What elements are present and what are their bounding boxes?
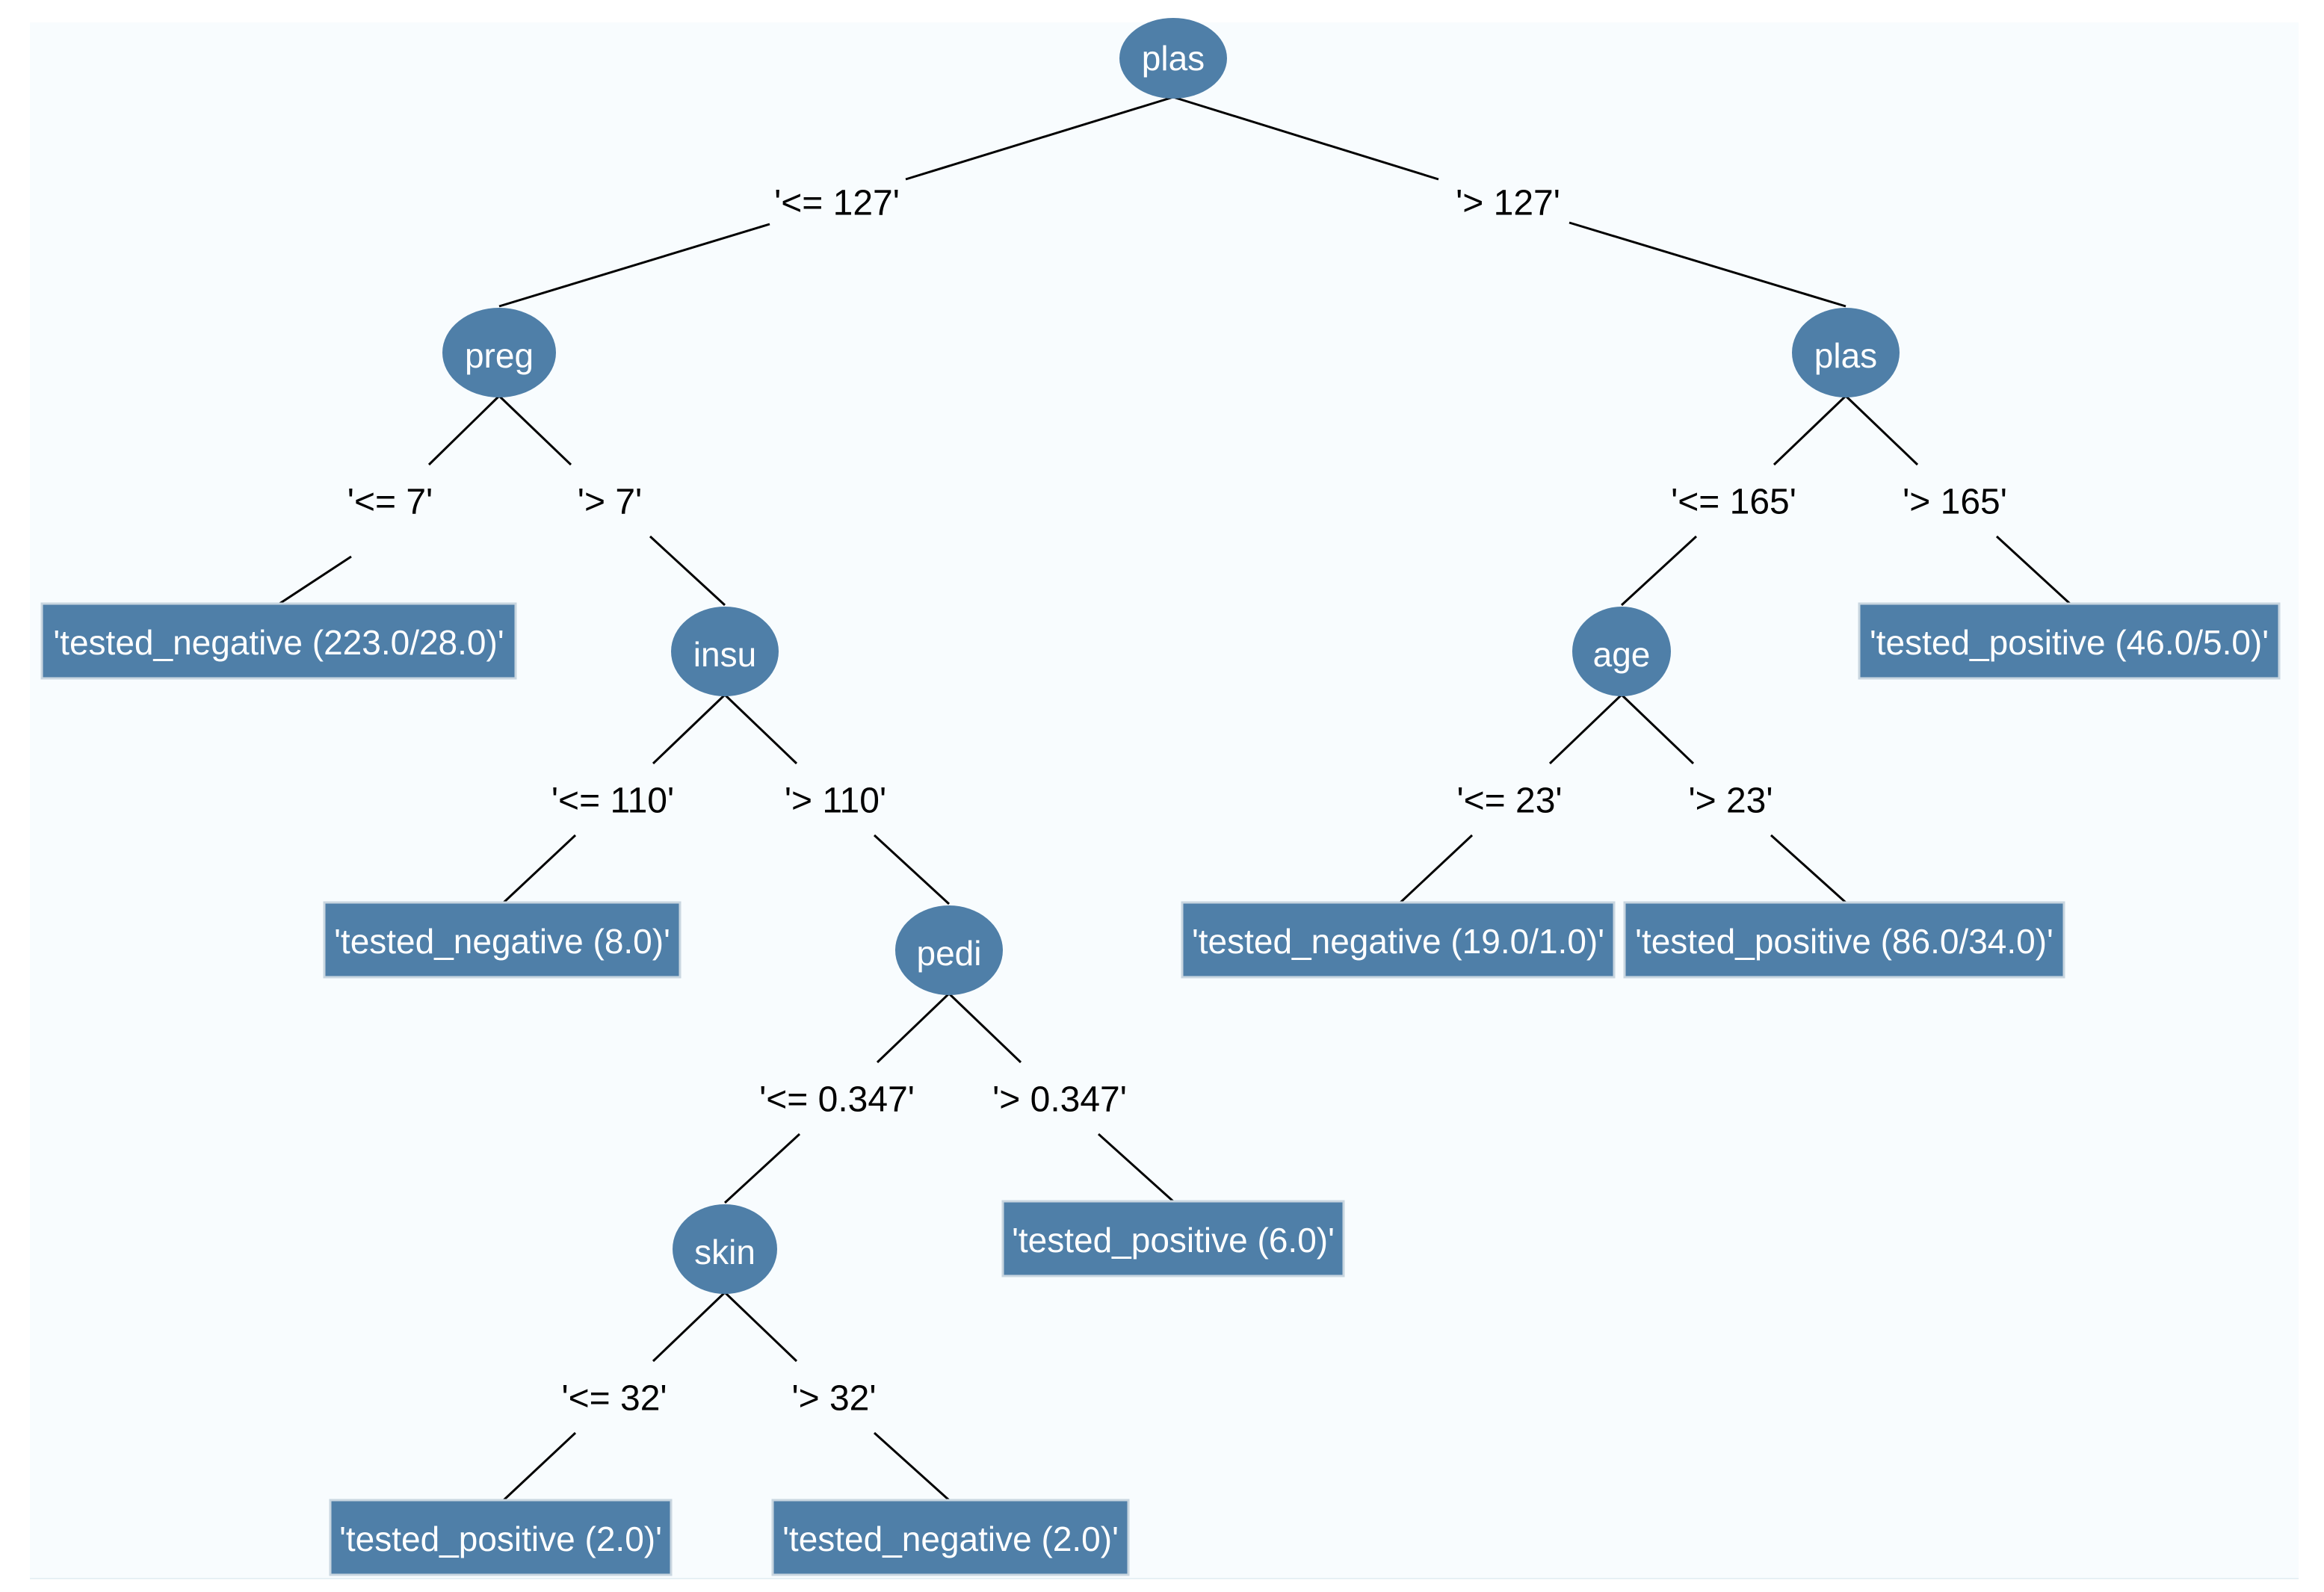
edge-plas2-leaf8-lower	[1995, 535, 2071, 605]
leaf-8-box	[1858, 602, 2281, 680]
node-age[interactable]: age	[1572, 607, 1671, 696]
edge-insu-leaf2-upper	[652, 693, 726, 765]
edge-label-skin-gt: '> 32'	[791, 1379, 876, 1419]
leaf-1-label: 'tested_negative (223.0/28.0)'	[53, 623, 504, 662]
node-insu-label: insu	[693, 635, 756, 674]
leaf-2-box	[323, 901, 682, 979]
edge-pedi-leaf5-lower	[1097, 1133, 1175, 1203]
edge-age-leaf6-lower	[1399, 834, 1474, 904]
edge-skin-leaf4-upper	[723, 1291, 798, 1363]
edge-label-pedi-le: '<= 0.347'	[759, 1080, 915, 1120]
leaf-tested-positive-86[interactable]: 'tested_positive (86.0/34.0)'	[1623, 901, 2065, 979]
leaf-7-box	[1623, 901, 2065, 979]
node-plas-root[interactable]: plas	[1119, 18, 1227, 99]
node-plas-root-label: plas	[1142, 39, 1205, 78]
edge-preg-insu-upper	[498, 394, 572, 466]
leaf-3-box	[329, 1499, 673, 1576]
edge-label-insu-gt: '> 110'	[785, 781, 886, 821]
leaf-4-label: 'tested_negative (2.0)'	[782, 1520, 1119, 1558]
leaf-tested-negative-19[interactable]: 'tested_negative (19.0/1.0)'	[1181, 901, 1616, 979]
leaf-7-label: 'tested_positive (86.0/34.0)'	[1635, 922, 2053, 961]
edge-pedi-leaf5-upper	[948, 992, 1022, 1064]
leaf-tested-negative-2[interactable]: 'tested_negative (2.0)'	[771, 1499, 1130, 1576]
node-preg-label: preg	[465, 336, 534, 375]
edge-preg-leaf1-upper	[427, 394, 501, 466]
edge-root-plas2-lower	[1569, 221, 1846, 308]
edge-label-plas2-gt: '> 165'	[1903, 483, 2007, 522]
node-insu[interactable]: insu	[671, 607, 779, 696]
node-plas-root-shape	[1119, 18, 1227, 99]
node-plas-right-label: plas	[1814, 336, 1877, 375]
leaf-3-label: 'tested_positive (2.0)'	[339, 1520, 662, 1558]
leaf-tested-negative-223[interactable]: 'tested_negative (223.0/28.0)'	[40, 602, 517, 680]
edge-pedi-skin-lower	[723, 1133, 801, 1204]
node-skin-label: skin	[694, 1233, 755, 1272]
edge-root-preg-upper	[905, 96, 1174, 181]
node-age-label: age	[1593, 635, 1651, 674]
leaf-5-box	[1001, 1200, 1345, 1277]
leaf-6-box	[1181, 901, 1616, 979]
edge-root-plas2-upper	[1172, 96, 1439, 181]
edge-pedi-skin-upper	[876, 992, 951, 1064]
node-pedi[interactable]: pedi	[895, 905, 1003, 995]
tree-panel	[30, 22, 2299, 1579]
leaf-tested-negative-8[interactable]: 'tested_negative (8.0)'	[323, 901, 682, 979]
edge-label-pedi-gt: '> 0.347'	[992, 1080, 1127, 1120]
edge-age-leaf7-upper	[1620, 693, 1695, 765]
edge-skin-leaf3-lower	[502, 1431, 577, 1502]
edge-plas2-age-lower	[1620, 535, 1698, 607]
edge-insu-leaf2-lower	[502, 834, 577, 904]
edge-label-plas2-le: '<= 165'	[1671, 483, 1796, 522]
edge-root-preg-lower	[498, 223, 770, 308]
node-plas-right-shape	[1792, 308, 1900, 397]
edge-age-leaf6-upper	[1548, 693, 1623, 765]
node-preg[interactable]: preg	[442, 308, 556, 397]
leaf-2-label: 'tested_negative (8.0)'	[334, 922, 670, 961]
edge-preg-leaf1-lower	[279, 555, 352, 605]
node-age-shape	[1572, 607, 1671, 696]
edge-label-root-le: '<= 127'	[774, 184, 900, 223]
edge-label-preg-gt: '> 7'	[578, 483, 642, 522]
edge-label-age-gt: '> 23'	[1688, 781, 1773, 821]
edge-plas2-leaf8-upper	[1844, 394, 1919, 466]
node-plas-right[interactable]: plas	[1792, 308, 1900, 397]
leaf-tested-positive-46[interactable]: 'tested_positive (46.0/5.0)'	[1858, 602, 2281, 680]
node-preg-shape	[442, 308, 556, 397]
edge-plas2-age-upper	[1773, 394, 1847, 466]
edge-label-skin-le: '<= 32'	[561, 1379, 667, 1419]
edge-label-preg-le: '<= 7'	[347, 483, 433, 522]
leaf-8-label: 'tested_positive (46.0/5.0)'	[1870, 623, 2269, 662]
leaf-6-label: 'tested_negative (19.0/1.0)'	[1192, 922, 1604, 961]
leaf-1-box	[40, 602, 517, 680]
edge-label-root-gt: '> 127'	[1456, 184, 1560, 223]
edge-insu-pedi-upper	[723, 693, 798, 765]
leaf-tested-positive-2[interactable]: 'tested_positive (2.0)'	[329, 1499, 673, 1576]
edge-skin-leaf3-upper	[652, 1291, 726, 1363]
node-insu-shape	[671, 607, 779, 696]
node-pedi-shape	[895, 905, 1003, 995]
edge-label-age-le: '<= 23'	[1456, 781, 1562, 821]
edge-label-insu-le: '<= 110'	[551, 781, 674, 821]
leaf-4-box	[771, 1499, 1130, 1576]
leaf-tested-positive-6[interactable]: 'tested_positive (6.0)'	[1001, 1200, 1345, 1277]
node-pedi-label: pedi	[917, 934, 982, 973]
edge-insu-pedi-lower	[873, 834, 951, 905]
node-skin-shape	[673, 1204, 777, 1294]
leaf-5-label: 'tested_positive (6.0)'	[1012, 1221, 1335, 1260]
edge-age-leaf7-lower	[1770, 834, 1847, 904]
node-skin[interactable]: skin	[673, 1204, 777, 1294]
edge-skin-leaf4-lower	[873, 1431, 951, 1502]
edge-preg-insu-lower	[649, 535, 726, 607]
